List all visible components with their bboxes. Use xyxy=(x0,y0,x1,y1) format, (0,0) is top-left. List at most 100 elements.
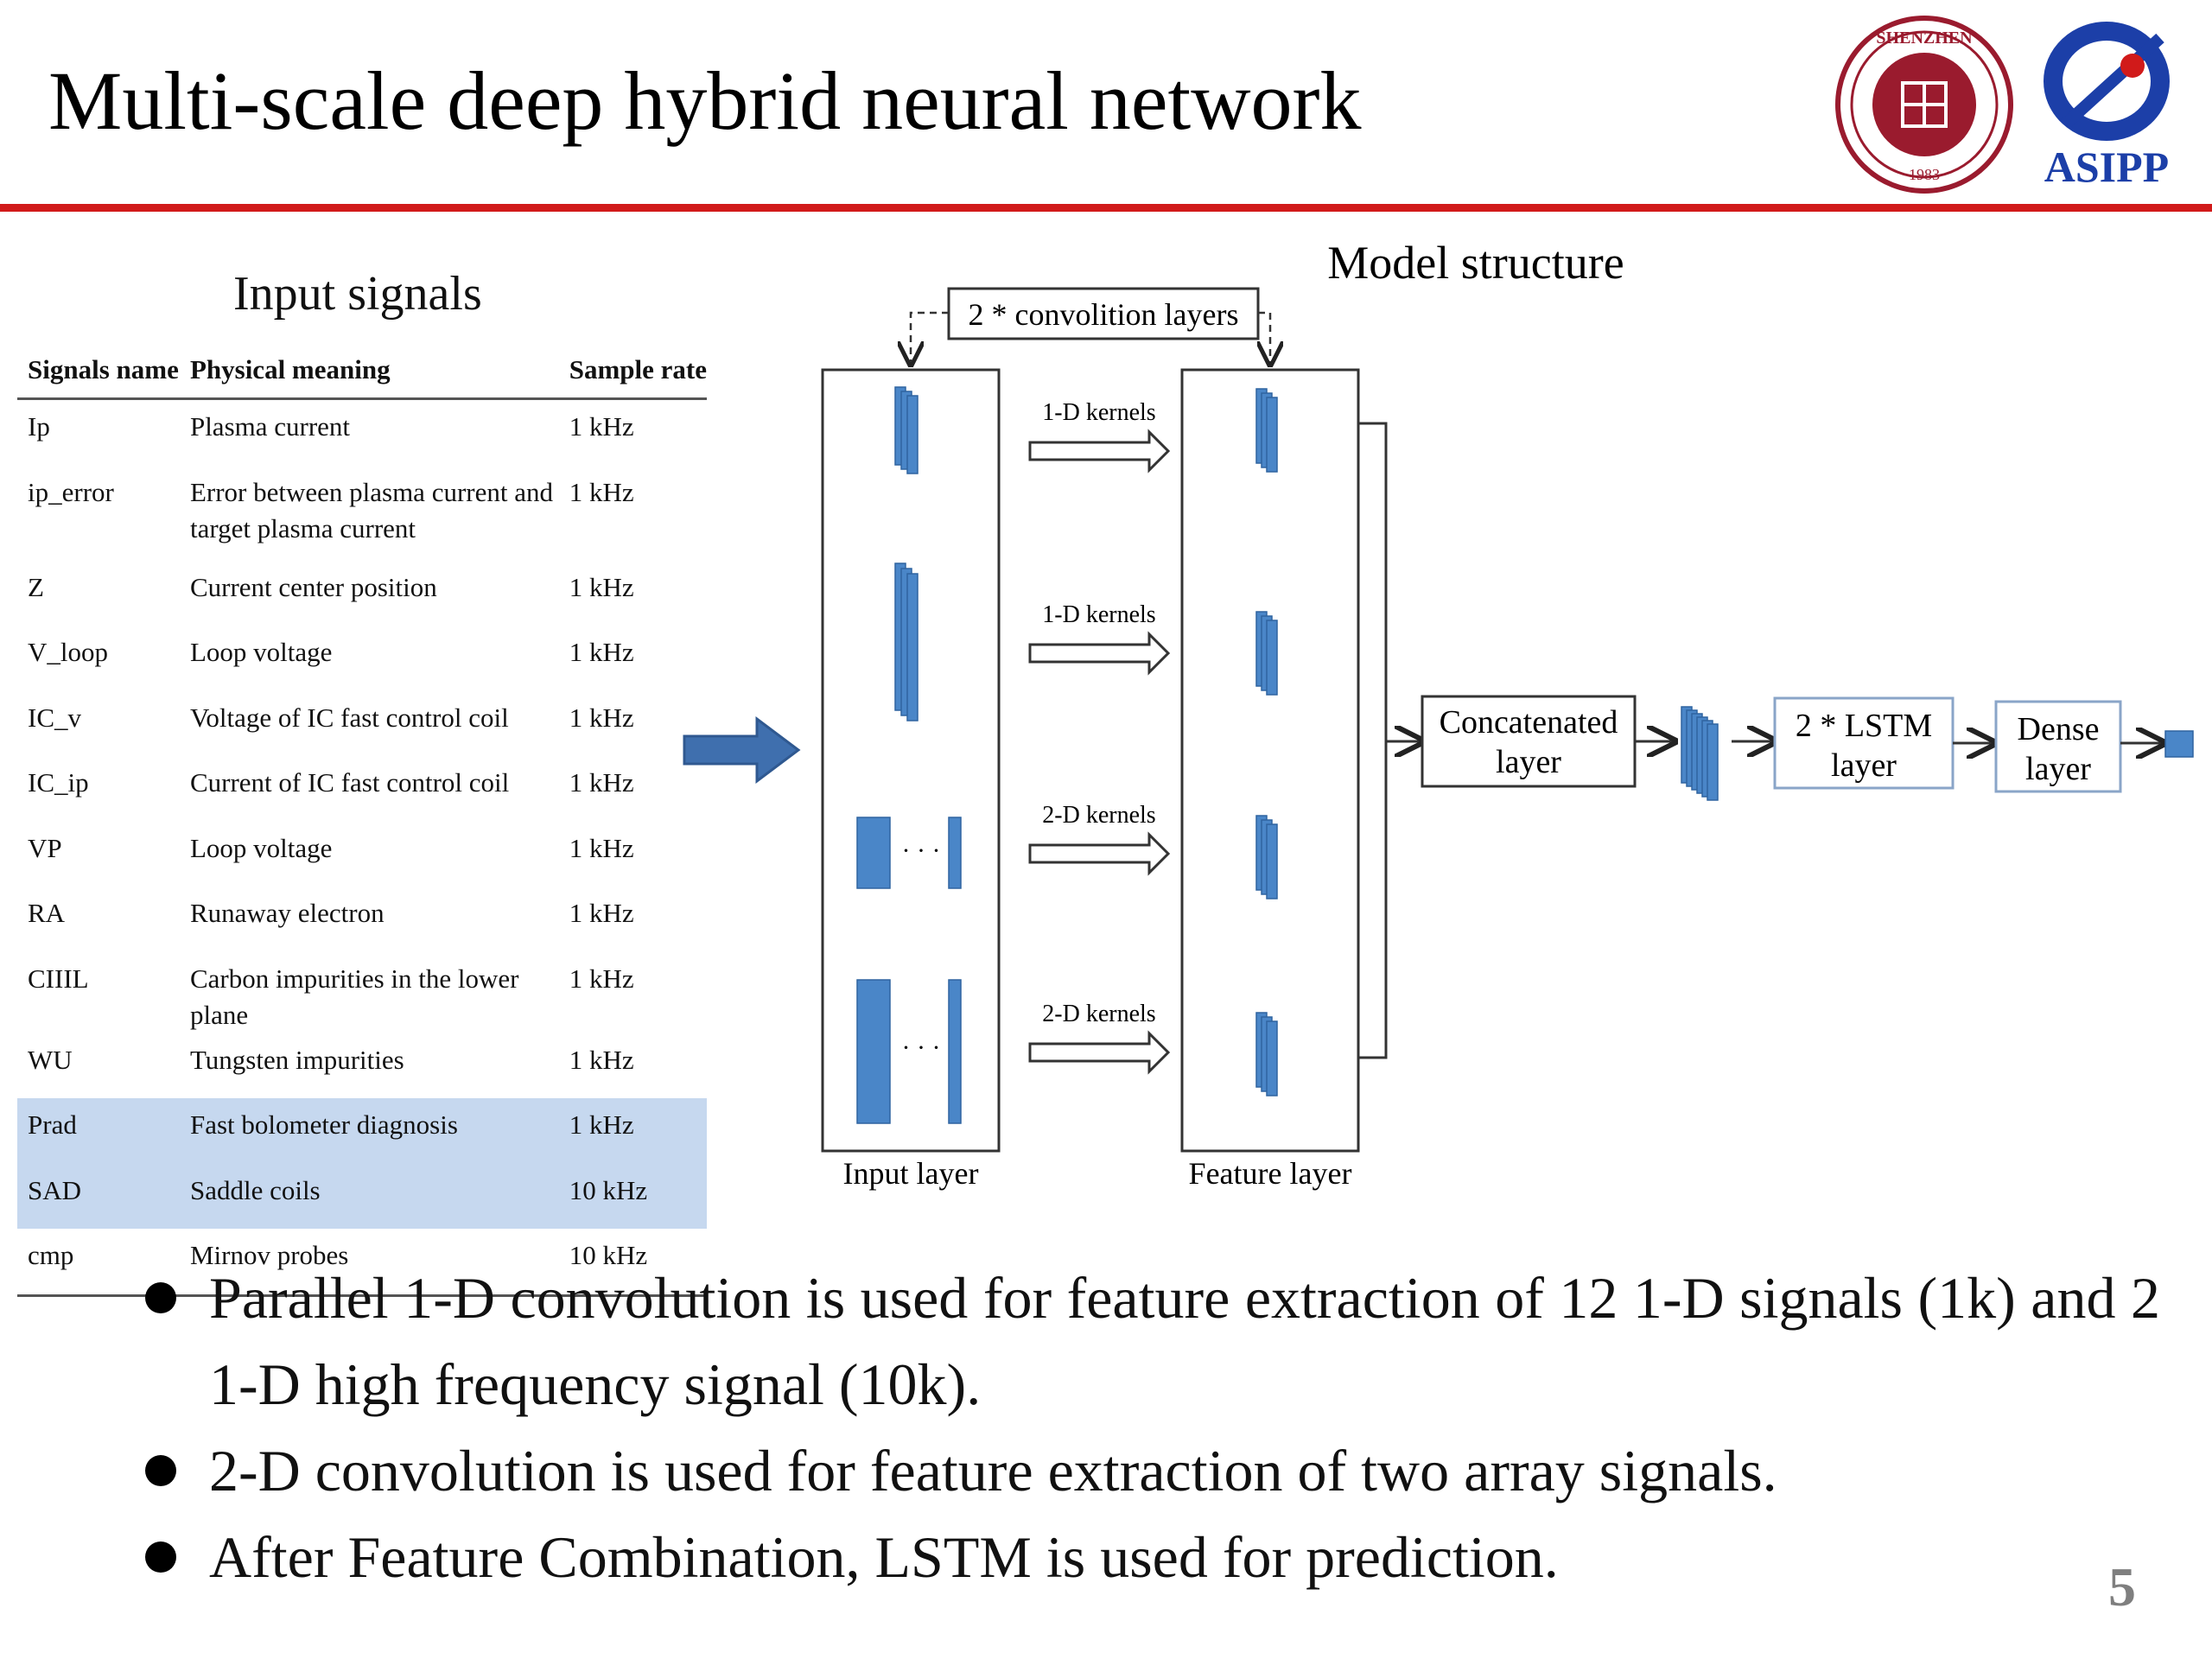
shenzhen-university-logo: SHENZHEN ·1983· xyxy=(1835,16,2013,194)
feature-block-4 xyxy=(1255,1012,1278,1096)
bullet-dot xyxy=(145,1455,176,1486)
cell-physical-meaning: Plasma current xyxy=(189,411,351,442)
feature-block-3 xyxy=(1255,815,1278,899)
cell-signal-name: SAD xyxy=(17,1163,180,1229)
cell-sample-rate: 1 kHz xyxy=(569,767,634,798)
cell-physical-meaning: Carbon impurities in the lower plane xyxy=(189,963,519,1030)
cell-signal-name: CIIIL xyxy=(28,963,89,994)
cell-physical-meaning: Error between plasma current and target … xyxy=(189,476,553,543)
bullet-text-2: 2-D convolution is used for feature extr… xyxy=(209,1438,1777,1503)
bullet-item-1: Parallel 1-D convolution is used for fea… xyxy=(138,1255,2160,1427)
cell-signal-name: Prad xyxy=(17,1098,180,1164)
input-block-2d-a xyxy=(856,817,962,889)
bullet-item-2: 2-D convolution is used for feature extr… xyxy=(138,1427,2160,1514)
cell-physical-meaning: Tungsten impurities xyxy=(189,1044,404,1075)
asipp-wordmark: ASIPP xyxy=(2044,143,2169,191)
cell-sample-rate: 1 kHz xyxy=(569,476,634,507)
kernel-arrow-3 xyxy=(1028,831,1171,876)
table-row: V_loop Loop voltage 1 kHz xyxy=(17,626,707,691)
cell-signal-name: V_loop xyxy=(28,637,108,667)
title-rule xyxy=(0,204,2212,212)
input-block-1d-a xyxy=(894,386,918,474)
dense-line-1: Dense xyxy=(2018,711,2100,747)
table-header-row: Signals name Physical meaning Sample rat… xyxy=(17,342,707,400)
input-block-1d-b xyxy=(894,563,918,721)
input-block-2d-b xyxy=(856,979,962,1124)
table-title: Input signals xyxy=(233,267,482,321)
lstm-line-1: 2 * LSTM xyxy=(1796,708,1932,744)
concatenated-line-2: layer xyxy=(1496,744,1561,780)
cell-signal-name: WU xyxy=(28,1044,73,1075)
cell-sample-rate: 1 kHz xyxy=(569,1044,634,1075)
bullet-item-3: After Feature Combination, LSTM is used … xyxy=(138,1514,2160,1600)
conv-dashed-left xyxy=(911,311,949,363)
cell-physical-meaning: Runaway electron xyxy=(189,898,385,928)
convolution-layers-box xyxy=(947,287,1260,340)
cell-signal-name: IC_ip xyxy=(28,767,89,798)
model-structure-title: Model structure xyxy=(1327,237,1624,289)
cell-sample-rate: 1 kHz xyxy=(558,1098,707,1164)
cell-signal-name: IC_v xyxy=(28,702,81,733)
cell-sample-rate: 10 kHz xyxy=(558,1229,707,1297)
cell-physical-meaning: Loop voltage xyxy=(189,637,333,667)
kernel-arrow-2 xyxy=(1028,631,1171,676)
kernel-label-2: 1-D kernels xyxy=(1042,601,1155,628)
dense-line-2: layer xyxy=(2025,751,2091,787)
page-number: 5 xyxy=(2108,1556,2136,1618)
cell-signal-name: ip_error xyxy=(28,476,114,507)
concatenated-feature-stack xyxy=(1681,706,1719,801)
table-to-model-arrow xyxy=(683,716,801,784)
asipp-logo: ASIPP xyxy=(2044,22,2170,191)
conv-dashed-right xyxy=(1258,311,1270,363)
cell-sample-rate: 10 kHz xyxy=(558,1163,707,1229)
table-row: Ip Plasma current 1 kHz xyxy=(17,399,707,466)
bullet-dot xyxy=(145,1541,176,1573)
cell-sample-rate: 1 kHz xyxy=(569,898,634,928)
cell-physical-meaning: Mirnov probes xyxy=(179,1229,559,1297)
lstm-layer-box xyxy=(1773,696,1955,790)
kernel-arrow-4 xyxy=(1028,1030,1171,1075)
header-physical-meaning: Physical meaning xyxy=(179,342,559,400)
cell-signal-name: Ip xyxy=(28,411,50,442)
table-row: ip_error Error between plasma current and… xyxy=(17,466,707,561)
bullet-list: Parallel 1-D convolution is used for fea… xyxy=(138,1255,2160,1600)
concatenated-line-1: Concatenated xyxy=(1440,704,1618,741)
input-signals-table: Signals name Physical meaning Sample rat… xyxy=(17,342,707,1297)
kernel-label-3: 2-D kernels xyxy=(1042,802,1155,829)
cell-signal-name: Z xyxy=(28,571,44,602)
feature-block-2 xyxy=(1255,611,1278,696)
cell-sample-rate: 1 kHz xyxy=(569,411,634,442)
cell-physical-meaning: Fast bolometer diagnosis xyxy=(179,1098,559,1164)
feature-block-1 xyxy=(1255,388,1278,473)
kernel-label-4: 2-D kernels xyxy=(1042,1001,1155,1027)
ellipsis-2d-a: · · · xyxy=(902,836,941,865)
bullet-dot xyxy=(145,1282,176,1313)
convolution-layers-label: 2 * convolition layers xyxy=(969,297,1239,332)
cell-physical-meaning: Voltage of IC fast control coil xyxy=(189,702,509,733)
cell-physical-meaning: Saddle coils xyxy=(179,1163,559,1229)
cell-physical-meaning: Current of IC fast control coil xyxy=(189,767,510,798)
input-layer-frame xyxy=(821,368,1001,1153)
header-signals-name: Signals name xyxy=(17,342,180,400)
feature-bracket xyxy=(1358,422,1388,1059)
cell-sample-rate: 1 kHz xyxy=(569,571,634,602)
kernel-arrow-1 xyxy=(1028,429,1171,474)
cell-sample-rate: 1 kHz xyxy=(569,637,634,667)
svg-text:SHENZHEN: SHENZHEN xyxy=(1876,29,1973,48)
cell-physical-meaning: Current center position xyxy=(189,571,437,602)
kernel-label-1: 1-D kernels xyxy=(1042,399,1155,426)
dense-layer-box xyxy=(1994,700,2122,793)
bullet-text-1: Parallel 1-D convolution is used for fea… xyxy=(209,1265,2160,1417)
lstm-line-2: layer xyxy=(1831,747,1897,784)
cell-sample-rate: 1 kHz xyxy=(569,963,634,994)
table-row: WU Tungsten impurities 1 kHz xyxy=(17,1033,707,1099)
table-row: CIIIL Carbon impurities in the lower plan… xyxy=(17,952,707,1033)
concatenated-layer-box xyxy=(1421,695,1637,788)
input-layer-label: Input layer xyxy=(843,1156,979,1191)
